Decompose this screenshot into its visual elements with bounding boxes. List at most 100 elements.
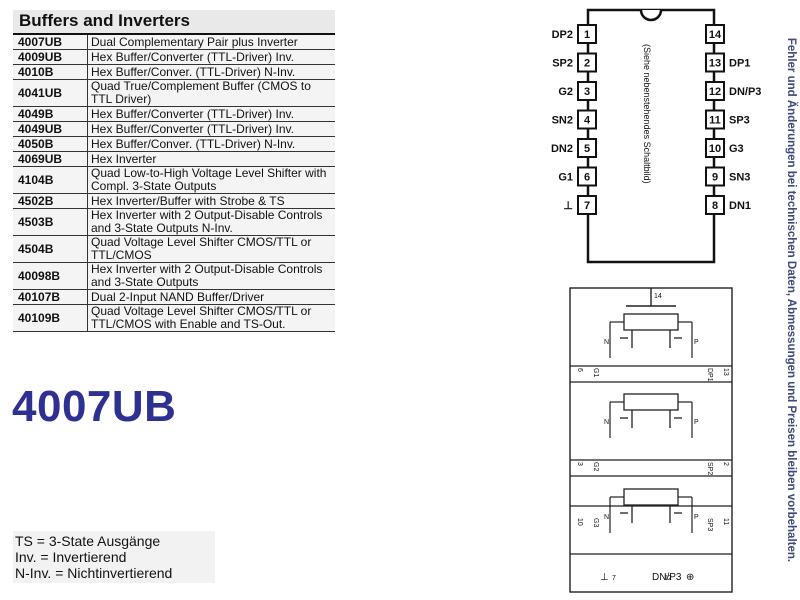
pin-box xyxy=(577,52,597,73)
pin-box xyxy=(577,81,597,101)
pin-number: 14 xyxy=(709,29,722,41)
part-code: 4069UB xyxy=(13,151,88,167)
part-code: 40107B xyxy=(13,289,88,305)
pin-number: 1 xyxy=(584,29,590,41)
part-description: Dual Complementary Pair plus Inverter xyxy=(87,35,335,50)
part-code: 4007UB xyxy=(13,35,88,50)
vdd-pin-number: 14 xyxy=(654,293,662,300)
pin-number: 9 xyxy=(712,172,718,184)
pin-number: 12 xyxy=(709,86,721,98)
pin-label: DP2 xyxy=(552,29,573,41)
part-code: 4049UB xyxy=(13,121,88,137)
pin-label: SP3 xyxy=(729,115,750,127)
part-code: 4504B xyxy=(13,235,88,263)
table-title: Buffers and Inverters xyxy=(13,10,335,35)
pin-box xyxy=(577,166,597,187)
n-channel-label: N xyxy=(604,514,609,521)
part-description: Hex Inverter xyxy=(87,151,335,167)
schematic-left-name: G3 xyxy=(592,518,599,527)
legend-ts: TS = 3-State Ausgänge xyxy=(15,533,161,549)
n-channel-label: N xyxy=(604,339,609,346)
part-code: 4104B xyxy=(13,166,88,194)
pinout-diagram: (Siehe nebenstehendes Schaltbild) 1DP22S… xyxy=(551,8,761,264)
side-note-text: Fehler und Änderungen bei technischen Da… xyxy=(785,37,797,563)
part-code: 40098B xyxy=(13,262,88,290)
pin-box xyxy=(705,195,725,215)
schematic-left-name: G1 xyxy=(592,368,599,377)
pin-label: SN2 xyxy=(552,115,573,127)
schematic-right-number: 13 xyxy=(722,368,729,376)
pin-box xyxy=(705,109,725,130)
p-channel-label: P xyxy=(694,419,699,426)
p-channel-label: P xyxy=(694,339,699,346)
part-code: 4010B xyxy=(13,64,88,80)
pin-box xyxy=(705,52,725,73)
part-description: Hex Buffer/Conver. (TTL-Driver) N-Inv. xyxy=(87,136,335,152)
pin-label: DN1 xyxy=(729,200,751,212)
pin-label: SN3 xyxy=(729,172,750,184)
legend-ninv: N-Inv. = Nichtinvertierend xyxy=(15,565,173,581)
side-note: Fehler und Änderungen bei technischen Da… xyxy=(784,0,798,600)
product-title: 4007UB xyxy=(12,382,177,431)
schematic-bottom-number: 12 xyxy=(664,575,672,582)
pin-box xyxy=(705,24,725,44)
part-description: Hex Buffer/Converter (TTL-Driver) Inv. xyxy=(87,49,335,65)
schematic-frame xyxy=(569,287,733,593)
legend-inv: Inv. = Invertierend xyxy=(15,549,127,565)
pin-number: 7 xyxy=(584,200,590,212)
part-description: Dual 2-Input NAND Buffer/Driver xyxy=(87,289,335,305)
pin-box xyxy=(577,138,597,158)
schematic-bottom-name: ⊕ xyxy=(686,572,694,583)
pin-number: 3 xyxy=(584,86,590,98)
pin-label: DN/P3 xyxy=(729,86,761,98)
part-code: 4502B xyxy=(13,193,88,209)
part-description: Hex Buffer/Conver. (TTL-Driver) N-Inv. xyxy=(87,64,335,80)
schematic-right-number: 11 xyxy=(722,518,729,525)
part-description: Quad True/Complement Buffer (CMOS to TTL… xyxy=(87,79,335,107)
pin-number: 4 xyxy=(584,115,591,127)
ic-package xyxy=(586,8,716,264)
part-code: 4050B xyxy=(13,136,88,152)
pin-number: 11 xyxy=(709,115,721,127)
schematic-bottom-name: DN/P3 xyxy=(652,572,682,583)
schematic-right-name: DP1 xyxy=(706,368,713,382)
part-description: Hex Inverter/Buffer with Strobe & TS xyxy=(87,193,335,209)
pin-box xyxy=(705,138,725,158)
pin-label: G1 xyxy=(558,172,573,184)
schematic-left-number: 10 xyxy=(576,518,583,526)
schematic-left-name: G2 xyxy=(592,462,599,471)
pin-number: 6 xyxy=(584,172,590,184)
part-code: 40109B xyxy=(13,304,88,332)
part-description: Hex Inverter with 2 Output-Disable Contr… xyxy=(87,262,335,290)
part-description: Quad Low-to-High Voltage Level Shifter w… xyxy=(87,166,335,194)
pin-label: G3 xyxy=(729,143,744,155)
pin-label: DN2 xyxy=(551,143,573,155)
schematic-bottom-number: 7 xyxy=(612,575,616,582)
part-description: Hex Buffer/Converter (TTL-Driver) Inv. xyxy=(87,121,335,137)
legend: TS = 3-State Ausgänge Inv. = Invertieren… xyxy=(13,531,215,583)
schematic-right-name: SP3 xyxy=(706,518,713,531)
part-code: 4503B xyxy=(13,208,88,236)
